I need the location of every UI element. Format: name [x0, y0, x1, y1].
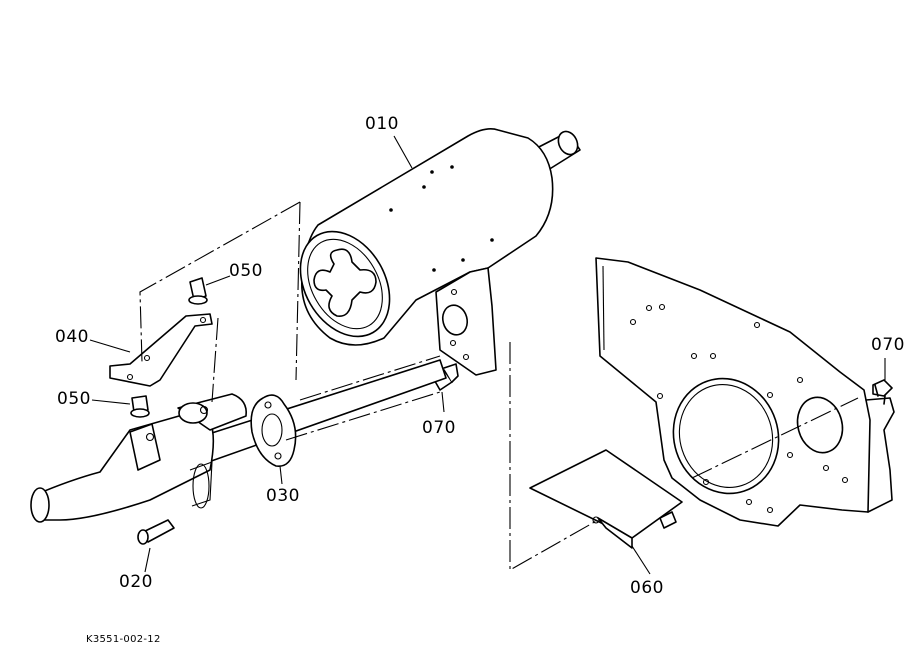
bolt-050-bottom — [130, 395, 150, 418]
part-number-040: 040 — [55, 327, 89, 347]
part-number-020: 020 — [119, 572, 153, 592]
part-number-030: 030 — [266, 486, 300, 506]
leader-lines — [89, 135, 886, 575]
engine-backplate — [595, 257, 895, 527]
bolt-050-top — [188, 277, 208, 305]
exhaust-pipe — [30, 359, 447, 523]
bolt-020 — [137, 519, 175, 545]
part-number-050-bottom: 050 — [57, 389, 91, 409]
part-number-070-right: 070 — [871, 335, 905, 355]
assembly-center-lines — [139, 201, 859, 571]
gasket — [250, 394, 297, 467]
part-number-010: 010 — [365, 114, 399, 134]
bolt-070-right — [872, 379, 893, 397]
drawing-code: K3551-002-12 — [86, 634, 161, 645]
part-number-050-top: 050 — [229, 261, 263, 281]
heat-shield — [529, 449, 683, 549]
support-bracket — [109, 313, 213, 387]
part-number-060: 060 — [630, 578, 664, 598]
muffler — [299, 128, 581, 376]
part-number-070-middle: 070 — [422, 418, 456, 438]
